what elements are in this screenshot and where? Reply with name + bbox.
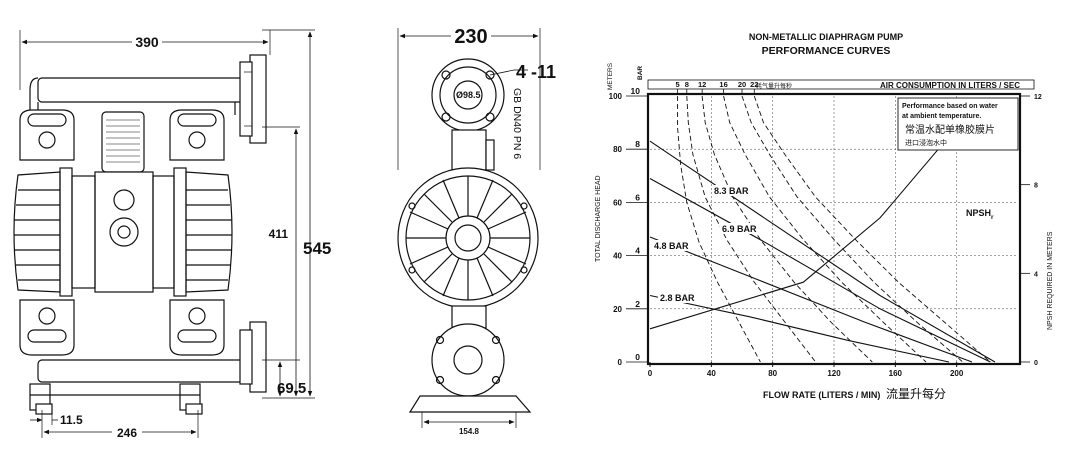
front-dim-width: 390 [135, 34, 159, 50]
side-dim-holes: 4 -11 [516, 62, 556, 82]
air-tick-label: 16 [719, 80, 727, 89]
chart-subtitle: PERFORMANCE CURVES [762, 45, 891, 57]
y-axis-ticks: 0 0 20 2 40 4 60 6 80 8 100 10 [609, 86, 648, 367]
y-tick-label-bar: 2 [635, 299, 640, 309]
series-line-npshr [649, 148, 939, 330]
x-tick-label: 80 [768, 369, 777, 378]
front-dim-height-total: 545 [303, 239, 331, 258]
series-label: 4.8 BAR [654, 241, 689, 251]
left-diaphragm-chamber [13, 167, 96, 297]
right-diaphragm-chamber [152, 167, 233, 297]
y-left-label: TOTAL DISCHARGE HEAD [595, 175, 602, 262]
note-en-line2: at ambient temperature. [902, 113, 981, 120]
x-axis-label: FLOW RATE (LITERS / MIN) [763, 390, 880, 400]
y-tick-label-meters: 0 [618, 358, 623, 367]
center-body [94, 171, 154, 293]
series-line-2-8-bar [649, 294, 950, 363]
side-dim-bolt-circle: Ø98.5 [456, 90, 481, 100]
side-base [408, 395, 532, 413]
series-line-4-8-bar [649, 236, 973, 363]
y-tick-label-bar: 10 [631, 86, 641, 96]
air-consumption-curve [741, 95, 964, 363]
y-tick-label-bar: 6 [635, 192, 640, 202]
y-tick-label-bar: 8 [635, 139, 640, 149]
lower-left-valve-housing [19, 299, 75, 356]
side-dim-width: 230 [454, 26, 487, 48]
air-consumption-curve [753, 95, 991, 363]
x-tick-label: 0 [648, 369, 653, 378]
x-tick-label: 120 [827, 369, 841, 378]
y-bar-label: BAR [637, 66, 644, 80]
y-right-label: NPSH REQUIRED IN METERS [1047, 231, 1054, 330]
air-axis-bar [647, 79, 1035, 90]
y-tick-label-meters: 20 [613, 305, 622, 314]
side-flange-note: GB DN40 PN 6 [511, 88, 523, 159]
diaphragm-housing [397, 167, 539, 309]
air-axis-label: AIR CONSUMPTION IN LITERS / SEC [880, 81, 1020, 90]
upper-right-valve-housing [169, 109, 225, 161]
chart-title: NON-METALLIC DIAPHRAGM PUMP [749, 32, 903, 42]
series-line-6-9-bar [649, 178, 991, 363]
note-cn-2: 进口浸泡水中 [905, 138, 947, 147]
top-manifold-pipe [37, 77, 249, 103]
series-line-8-3-bar [649, 140, 996, 363]
upper-left-valve-housing [19, 109, 75, 161]
air-tick-label: 22 [750, 80, 758, 89]
air-consumption-curve [723, 95, 927, 363]
x-tick-label: 40 [707, 369, 716, 378]
air-tick-label: 20 [738, 80, 746, 89]
x-axis-label-cn: 流量升每分 [886, 386, 946, 401]
front-dim-base-height: 69.5 [277, 380, 306, 397]
side-view [397, 28, 541, 428]
y-tick-label-meters: 100 [609, 92, 623, 101]
air-axis-label-cn: 耗气量升每秒 [756, 82, 792, 90]
series-labels: 8.3 BAR 6.9 BAR 4.8 BAR 2.8 BAR NPSHr [652, 185, 994, 303]
air-consumption-curves [677, 95, 991, 363]
grid [650, 96, 1018, 362]
x-axis-ticks: 0 40 80 120 160 200 [648, 362, 964, 378]
y-tick-label-bar: 0 [635, 352, 640, 362]
npsh-tick-label: 0 [1034, 360, 1038, 367]
bottom-flange [431, 323, 505, 397]
y-tick-label-meters: 80 [613, 145, 622, 154]
performance-chart: NON-METALLIC DIAPHRAGM PUMP PERFORMANCE … [595, 32, 1054, 401]
note-cn-1: 常温水配单橡胶膜片 [905, 123, 995, 136]
npsh-tick-label: 12 [1034, 94, 1042, 101]
y-tick-label-meters: 60 [613, 198, 622, 207]
air-consumption-curve [701, 95, 873, 363]
note-en-line1: Performance based on water [902, 103, 998, 110]
npsh-tick-label: 4 [1034, 271, 1038, 278]
npsh-tick-label: 8 [1034, 183, 1038, 190]
y-tick-label-bar: 4 [635, 246, 640, 256]
front-dim-base-width: 246 [117, 426, 137, 440]
npsh-axis-ticks: 0 4 8 12 [1020, 94, 1042, 367]
muffler [101, 111, 145, 173]
air-tick-label: 12 [698, 80, 706, 89]
air-consumption-curve [686, 95, 816, 363]
series-label-npshr: NPSHr [966, 208, 994, 221]
air-tick-label: 5 [676, 80, 680, 89]
bottom-manifold-pipe [37, 359, 249, 383]
front-view [13, 29, 315, 438]
air-tick-label: 8 [685, 80, 689, 89]
note-box [897, 97, 1019, 151]
x-tick-label: 200 [950, 369, 964, 378]
front-dim-height-inner: 411 [269, 227, 289, 241]
pressure-curves [649, 140, 996, 363]
series-label: 2.8 BAR [660, 293, 695, 303]
series-label: 8.3 BAR [714, 186, 749, 196]
y-tick-label-meters: 40 [613, 252, 622, 261]
series-label: 6.9 BAR [722, 224, 757, 234]
front-dim-foot: 11.5 [60, 413, 83, 427]
base-feet [29, 383, 203, 415]
side-dim-base: 154.8 [459, 427, 480, 436]
lower-right-valve-housing [169, 299, 225, 356]
x-tick-label: 160 [889, 369, 903, 378]
y-left-unit: METERS [607, 62, 614, 90]
